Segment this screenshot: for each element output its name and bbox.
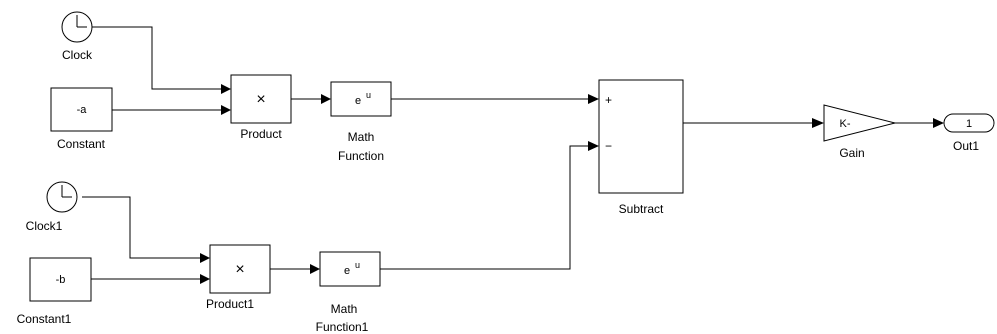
subtract-caption: Subtract bbox=[619, 202, 664, 216]
arrowhead-out1-in bbox=[933, 118, 944, 128]
arrowhead-subtract-plus bbox=[588, 94, 599, 104]
constant-value: -a bbox=[77, 104, 88, 116]
wire-clock1-to-product1 bbox=[82, 196, 200, 259]
exp1-base: e bbox=[344, 265, 350, 277]
subtract-minus-sign: − bbox=[605, 139, 612, 153]
arrowhead-gain-in bbox=[812, 118, 824, 128]
product1-block[interactable]: × Product1 bbox=[206, 244, 271, 311]
constant-caption: Constant bbox=[57, 137, 106, 151]
constant1-box bbox=[29, 257, 92, 302]
exp1-superscript: u bbox=[355, 260, 360, 270]
constant-block[interactable]: -a Constant bbox=[50, 87, 113, 151]
math-function-caption-line2: Function bbox=[338, 149, 384, 163]
constant-box bbox=[50, 87, 113, 132]
gain-block[interactable]: K- Gain bbox=[823, 104, 896, 160]
multiply1-icon: × bbox=[235, 261, 244, 278]
math-function1-block[interactable]: e u Math Function1 bbox=[316, 251, 381, 334]
subtract-plus-sign: + bbox=[605, 93, 612, 107]
math-function1-caption-line1: Math bbox=[331, 302, 358, 316]
exp-base: e bbox=[355, 95, 361, 107]
constant1-caption: Constant1 bbox=[17, 312, 72, 326]
product1-caption: Product1 bbox=[206, 297, 254, 311]
constant1-value: -b bbox=[56, 274, 66, 286]
clock-caption: Clock bbox=[62, 48, 93, 62]
math-function-box bbox=[330, 81, 392, 117]
out1-block[interactable]: 1 Out1 bbox=[943, 113, 995, 153]
clock1-hands bbox=[61, 185, 72, 198]
gain-triangle bbox=[823, 104, 896, 142]
out1-port-number: 1 bbox=[966, 118, 972, 130]
wire-math-function1-to-subtract bbox=[380, 145, 588, 270]
clock-hands bbox=[76, 15, 87, 28]
product-caption: Product bbox=[240, 127, 282, 141]
constant1-block[interactable]: -b Constant1 bbox=[17, 257, 92, 326]
arrowhead-product-in1 bbox=[221, 84, 231, 94]
gain-value: K- bbox=[840, 118, 851, 130]
exp-superscript: u bbox=[366, 90, 371, 100]
math-function-caption-line1: Math bbox=[348, 130, 375, 144]
product-block[interactable]: × Product bbox=[230, 74, 292, 141]
math-function1-box bbox=[319, 251, 381, 287]
arrowhead-product-in2 bbox=[221, 105, 231, 115]
clock1-caption: Clock1 bbox=[26, 219, 63, 233]
subtract-box bbox=[598, 79, 684, 194]
gain-caption: Gain bbox=[839, 146, 864, 160]
out1-caption: Out1 bbox=[953, 139, 979, 153]
arrowhead-subtract-minus bbox=[588, 141, 599, 151]
out1-port bbox=[943, 113, 995, 133]
arrowhead-product1-in1 bbox=[200, 253, 210, 263]
arrowhead-math-function1-in bbox=[310, 264, 320, 274]
math-function1-caption-line2: Function1 bbox=[316, 320, 369, 334]
wire-clock-to-product bbox=[92, 26, 221, 90]
clock1-block[interactable]: Clock1 bbox=[26, 181, 78, 233]
clock-block[interactable]: Clock bbox=[61, 11, 93, 62]
arrowhead-product1-in2 bbox=[200, 274, 210, 284]
product-box bbox=[230, 74, 292, 124]
arrowhead-math-function-in bbox=[321, 94, 331, 104]
signal-lines bbox=[82, 26, 944, 284]
subtract-block[interactable]: + − Subtract bbox=[598, 79, 684, 216]
math-function-block[interactable]: e u Math Function bbox=[330, 81, 392, 163]
product1-box bbox=[209, 244, 271, 294]
multiply-icon: × bbox=[256, 91, 265, 108]
